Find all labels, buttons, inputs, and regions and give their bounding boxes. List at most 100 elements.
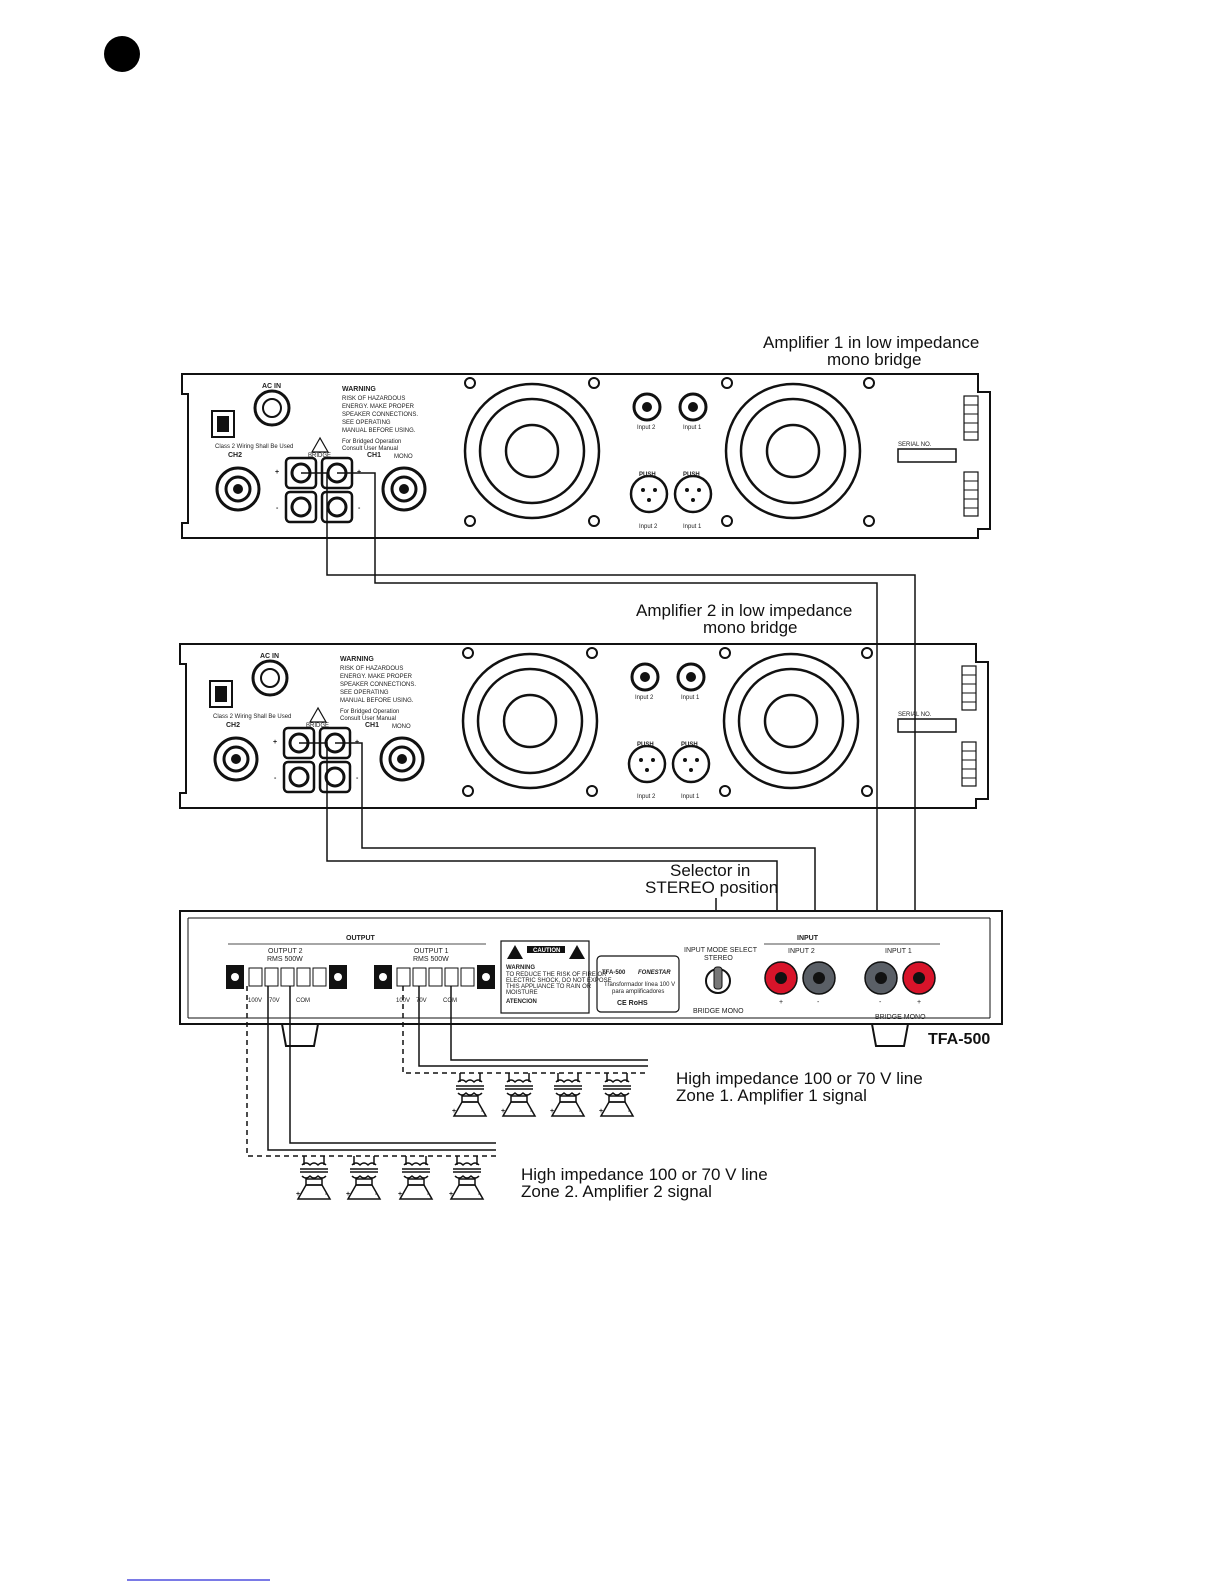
serial-box	[897, 448, 957, 463]
amplifier-2-panel: AC IN WARNING RISK OF HAZARDOUS ENERGY. …	[179, 643, 989, 809]
warning-title: WARNING	[342, 386, 376, 393]
amplifier-1-panel: AC IN WARNING RISK OF HAZARDOUS ENERGY. …	[181, 373, 991, 539]
zone2-caption-line1: High impedance 100 or 70 V line	[521, 1165, 768, 1184]
output2-70v: 70V	[269, 998, 280, 1004]
post-minus-left: -	[274, 775, 277, 782]
speaker-icon	[346, 1156, 382, 1200]
caution-label: CAUTION	[533, 948, 560, 954]
output1-100v: 100V	[396, 998, 410, 1004]
input2-label: INPUT 2	[788, 948, 815, 955]
xlr-input1-icon	[673, 474, 713, 514]
power-switch-icon	[209, 680, 233, 708]
power-switch-icon	[211, 410, 235, 438]
zone1-caption-line2: Zone 1. Amplifier 1 signal	[676, 1086, 867, 1105]
speaker-icon	[398, 1156, 434, 1200]
warning-line: ENERGY. MAKE PROPER	[340, 674, 413, 680]
mono-label: MONO	[392, 724, 411, 730]
product-label-box	[596, 955, 680, 1013]
warning-line: SEE OPERATING	[342, 420, 391, 426]
xlr-input1-icon	[671, 744, 711, 784]
output-header: OUTPUT	[346, 935, 376, 942]
consult-label: Consult User Manual	[340, 716, 396, 722]
speaker-minus: -	[478, 1191, 481, 1198]
input2-minus-sign: -	[817, 999, 820, 1006]
input-bridge-mono: BRIDGE MONO	[875, 1014, 926, 1021]
jack-input2-label: Input 2	[635, 695, 654, 701]
foot-left	[280, 1023, 320, 1047]
zone1-wiring	[402, 986, 648, 1074]
atencion-label: ATENCION	[506, 999, 537, 1005]
warning-line: RISK OF HAZARDOUS	[340, 666, 403, 672]
speaker-minus: -	[481, 1108, 484, 1115]
post-plus-left: +	[275, 469, 279, 476]
push-label: PUSH	[681, 742, 698, 748]
certifications: CE RoHS	[617, 1000, 648, 1007]
output2-title: OUTPUT 2	[268, 948, 303, 955]
speaker-minus: -	[628, 1108, 631, 1115]
output2-com: COM	[296, 998, 310, 1004]
mode-bridge-mono: BRIDGE MONO	[693, 1008, 744, 1015]
ch1-label: CH1	[367, 452, 381, 459]
speakon-ch1-icon	[379, 736, 425, 782]
speaker-minus: -	[375, 1191, 378, 1198]
speaker-minus: -	[579, 1108, 582, 1115]
zone1-speaker-signs: + - + - + - + -	[452, 1108, 631, 1115]
mode-select-line1: INPUT MODE SELECT	[684, 947, 758, 954]
ac-in-label: AC IN	[260, 653, 279, 660]
warning-triangle-icon	[310, 436, 330, 453]
speaker-plus: +	[346, 1191, 350, 1198]
product-desc-line2: para amplificadores	[612, 989, 664, 995]
jack-input2-icon	[630, 662, 660, 692]
dip-switch-upper	[963, 395, 979, 441]
post-minus-right: -	[358, 505, 361, 512]
selector-caption-line2: STEREO position	[645, 878, 778, 897]
speakon-ch2-icon	[215, 466, 261, 512]
speakon-ch1-icon	[381, 466, 427, 512]
xlr-input1-label: Input 1	[683, 524, 702, 530]
warning-line: MANUAL BEFORE USING.	[340, 698, 414, 704]
zone2-speaker-signs: + - + - + - + -	[296, 1191, 481, 1198]
input1-plus-sign: +	[917, 999, 921, 1006]
fan-right-icon	[721, 377, 875, 527]
warning-triangle-icon	[308, 706, 328, 723]
post-minus-left: -	[276, 505, 279, 512]
amp-chassis	[179, 643, 989, 809]
push-label: PUSH	[683, 472, 700, 478]
tfa-warning-title: WARNING	[506, 965, 535, 971]
zone2-speakers	[296, 1156, 485, 1200]
class2-label: Class 2 Wiring Shall Be Used	[213, 714, 291, 720]
output1-rms: RMS 500W	[413, 956, 449, 963]
amp2-caption: Amplifier 2 in low impedance mono bridge	[636, 601, 852, 637]
brand-logo: FONESTAR	[638, 970, 671, 976]
jack-input2-label: Input 2	[637, 425, 656, 431]
warning-line: SEE OPERATING	[340, 690, 389, 696]
amp1-caption: Amplifier 1 in low impedance mono bridge	[763, 333, 979, 369]
bridged-op-label: For Bridged Operation	[342, 439, 401, 445]
speaker-plus: +	[296, 1191, 300, 1198]
jack-input1-icon	[678, 392, 708, 422]
class2-label: Class 2 Wiring Shall Be Used	[215, 444, 293, 450]
tfa-warning-line: ELECTRIC SHOCK, DO NOT EXPOSE	[506, 978, 612, 984]
lightning-triangle-icon	[507, 945, 523, 959]
input2-plus-sign: +	[779, 999, 783, 1006]
output2-rms: RMS 500W	[267, 956, 303, 963]
tfa-model-label: TFA-500	[928, 1031, 990, 1048]
product-model-tag: TFA-500	[602, 970, 626, 976]
dip-switch-lower	[963, 471, 979, 517]
foot-right	[870, 1023, 910, 1047]
speaker-minus: -	[325, 1191, 328, 1198]
input1-label: INPUT 1	[885, 948, 912, 955]
jack-input1-icon	[676, 662, 706, 692]
product-desc-line1: Transformador línea 100 V	[604, 982, 675, 988]
fan-left-icon	[461, 647, 599, 797]
mode-select-line2: STEREO	[704, 955, 733, 962]
amp1-caption-line1: Amplifier 1 in low impedance	[763, 333, 979, 352]
speaker-icon	[296, 1156, 332, 1200]
input-header: INPUT	[797, 935, 819, 942]
speaker-plus: +	[501, 1108, 505, 1115]
ch2-label: CH2	[228, 452, 242, 459]
xlr-input2-label: Input 2	[637, 794, 656, 800]
fan-right-icon	[719, 647, 873, 797]
output1-title: OUTPUT 1	[414, 948, 449, 955]
exclamation-triangle-icon	[569, 945, 585, 959]
